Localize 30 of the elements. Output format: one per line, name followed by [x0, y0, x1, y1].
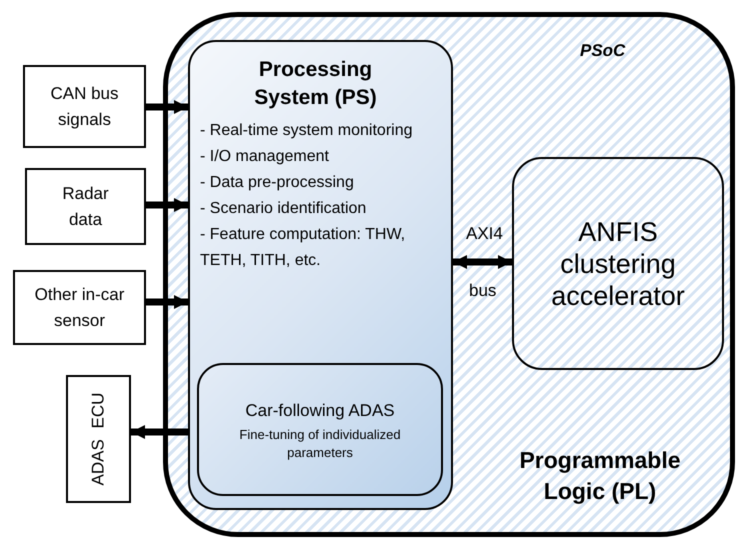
- bus-label: bus: [469, 281, 496, 301]
- block-description: Fine-tuning of individualized parameters: [238, 426, 402, 462]
- input-box: [25, 168, 146, 245]
- input-box: [13, 270, 146, 345]
- output-box: [66, 375, 131, 503]
- region-title: Programmable Logic (PL): [518, 446, 682, 506]
- chip-boundary: [163, 12, 735, 537]
- arrow: [146, 198, 188, 212]
- block-title: Processing System (PS): [253, 57, 378, 111]
- input-box: [23, 65, 146, 148]
- list-item: - Scenario identification: [200, 199, 368, 219]
- processing-system-block: [188, 40, 453, 510]
- chip-label: PSoC: [580, 41, 626, 61]
- list-item: - Feature computation: THW, TETH, TITH, etc.: [200, 225, 406, 271]
- box-text: Other in-car sensor: [34, 284, 126, 332]
- block-title: ANFIS clustering accelerator: [550, 216, 686, 312]
- arrow: [146, 295, 188, 309]
- edge-label: AXI4: [466, 224, 503, 244]
- list-item: - Data pre-processing: [200, 173, 355, 193]
- list-item: - I/O management: [200, 147, 330, 167]
- box-text: Radar data: [61, 182, 110, 230]
- list-item: - Real-time system monitoring: [200, 121, 414, 141]
- box-text: CAN bus signals: [49, 82, 120, 130]
- accelerator-block: [512, 157, 724, 370]
- block-title: Car-following ADAS: [245, 400, 395, 422]
- arrow: [146, 100, 188, 114]
- arrow: [453, 255, 512, 269]
- module-block: [197, 363, 443, 496]
- arrow: [131, 425, 188, 439]
- box-text: ADAS ECU: [88, 392, 108, 486]
